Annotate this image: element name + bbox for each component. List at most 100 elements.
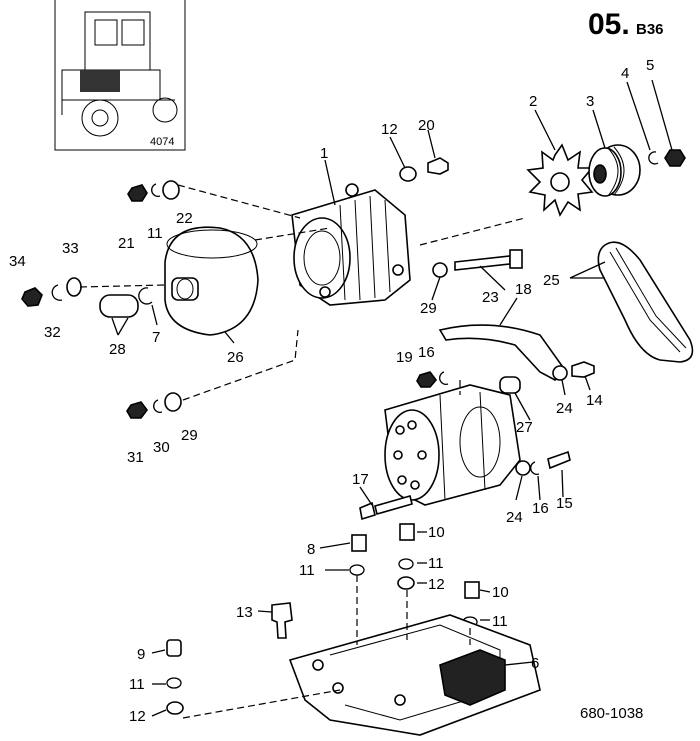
adjusting-bracket [438,324,567,381]
callout-19: 19 [396,349,413,366]
callout-31: 31 [127,449,144,466]
section-sub-code: B36 [636,21,664,38]
callout-10a: 10 [428,524,445,541]
callout-7: 7 [152,329,160,346]
callout-10b: 10 [492,584,509,601]
washer-24-upper [552,365,568,381]
fan [526,143,594,217]
inset-tractor-view: 4074 [54,0,186,151]
rear-cover [164,226,259,336]
callout-16b: 16 [532,500,549,517]
assembly-line-j [182,689,341,719]
callout-15: 15 [556,495,573,512]
callout-29b: 29 [181,427,198,444]
washer-24-lower [515,460,531,476]
bolt-14 [571,361,595,378]
callout-9: 9 [137,646,145,663]
nut-31 [126,401,148,419]
washer-29-left [164,392,182,412]
lock-washer-11-c [398,558,414,570]
callout-13: 13 [236,604,253,621]
callout-16a: 16 [418,344,435,361]
bolt-8-head [351,534,367,552]
lock-washer-16-upper [439,371,449,385]
callout-29a: 29 [420,300,437,317]
nut-34 [21,287,43,307]
spacer-27 [499,376,521,394]
lock-washer-11-e [166,677,182,689]
bolt-23-head [509,249,523,269]
bolt-20 [427,157,449,175]
callout-30: 30 [153,439,170,456]
section-code: 05. [588,8,630,41]
washer-12-mid [397,576,415,590]
drawing-number: 680-1038 [580,705,643,722]
callout-17: 17 [352,471,369,488]
bolt-15 [547,450,571,470]
assembly-line-c [254,227,331,241]
bushing-28 [99,294,139,318]
lock-washer-32 [51,284,63,301]
washer-22 [162,180,180,200]
assembly-line-b [79,284,166,288]
washer-12-top [399,166,417,182]
callout-1: 1 [320,145,328,162]
lock-washer-11-b [349,564,365,576]
callout-28: 28 [109,341,126,358]
callout-27: 27 [516,419,533,436]
alternator [291,183,411,306]
pulley [588,144,641,197]
callout-2: 2 [529,93,537,110]
callout-32: 32 [44,324,61,341]
bolt-9 [166,639,182,657]
callout-20: 20 [418,117,435,134]
compressor [384,384,521,506]
nut-19 [416,371,438,388]
callout-6: 6 [531,655,539,672]
lock-washer-30 [153,399,163,413]
circlip-7 [138,287,153,305]
lock-washer-16-lower [530,461,540,475]
callout-12a: 12 [381,121,398,138]
inset-number: 4074 [150,136,174,148]
lock-washer-11 [151,183,161,197]
assembly-line-d [182,329,299,401]
callout-26: 26 [227,349,244,366]
bolt-10-head-a [399,523,415,541]
callout-24b: 24 [506,509,523,526]
callout-18: 18 [515,281,532,298]
lock-washer-4 [648,151,659,165]
callout-21: 21 [118,235,135,252]
callout-23: 23 [482,289,499,306]
callout-3: 3 [586,93,594,110]
callout-5: 5 [646,57,654,74]
drive-belt [597,241,694,363]
callout-12c: 12 [129,708,146,725]
callout-11b: 11 [299,562,315,579]
washer-33 [66,277,82,297]
bolt-10-head-b [464,581,480,599]
nut-5 [664,149,686,167]
bolt-13 [271,602,293,639]
callout-4: 4 [621,65,629,82]
callout-11c: 11 [428,555,444,572]
callout-34: 34 [9,253,26,270]
nut-21 [127,184,148,202]
assembly-line-e [419,217,526,246]
callout-11d: 11 [492,613,508,630]
callout-12b: 12 [428,576,445,593]
assembly-line-a [177,184,301,219]
callout-11a: 11 [147,225,163,242]
callout-8: 8 [307,541,315,558]
callout-14: 14 [586,392,603,409]
callout-24a: 24 [556,400,573,417]
bolt-17 [359,495,413,521]
washer-12-bottom [166,701,184,715]
callout-25: 25 [543,272,560,289]
callout-11e: 11 [129,676,145,693]
callout-33: 33 [62,240,79,257]
mounting-base [288,614,541,736]
washer-29-mid [432,262,448,278]
